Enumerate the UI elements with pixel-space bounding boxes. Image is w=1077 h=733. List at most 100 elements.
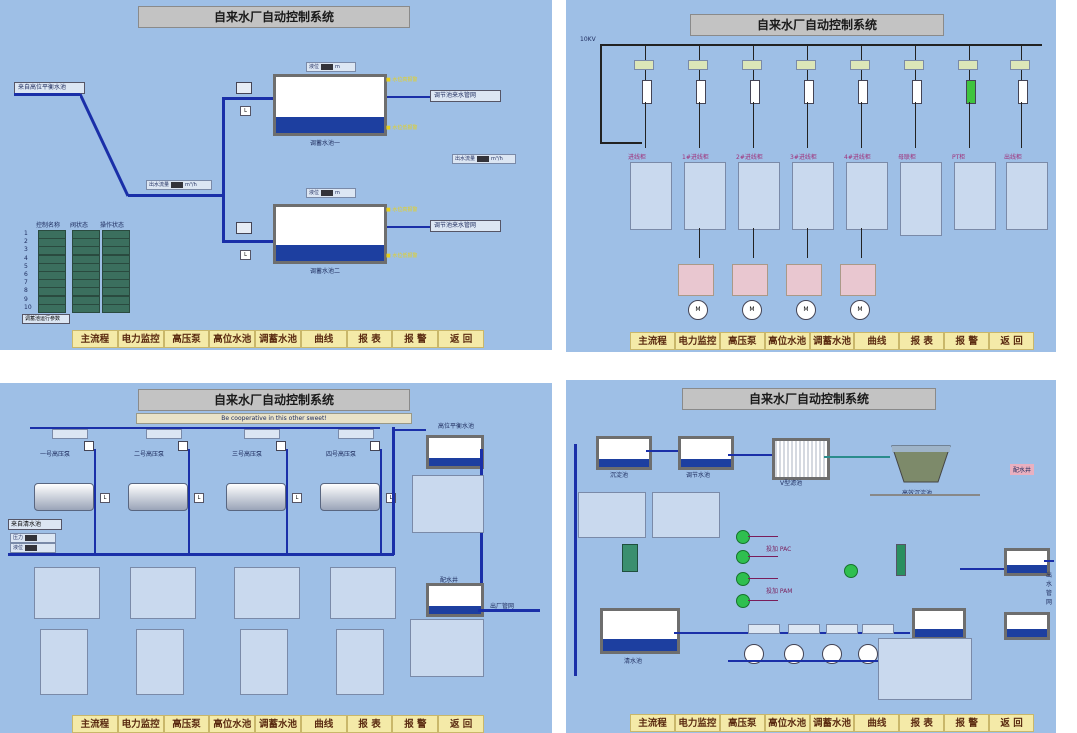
- tank2-label: 调蓄水池二: [310, 268, 341, 275]
- motor-icon[interactable]: M: [688, 300, 708, 320]
- nav-main[interactable]: 主流程: [630, 714, 675, 732]
- nav-hp-pump[interactable]: 高压泵: [719, 332, 765, 350]
- motor-icon[interactable]: M: [742, 300, 762, 320]
- grid-row-label: 2: [24, 238, 28, 246]
- nav-report[interactable]: 报 表: [899, 332, 945, 350]
- pipe: [824, 456, 890, 458]
- grid-row-label: 4: [24, 254, 28, 262]
- nav-curve[interactable]: 曲线: [854, 332, 900, 350]
- nav-hp-pump[interactable]: 高压泵: [719, 714, 765, 732]
- nav-main[interactable]: 主流程: [630, 332, 675, 350]
- pump-icon[interactable]: [822, 644, 842, 664]
- pump-icon[interactable]: [744, 644, 764, 664]
- breaker-icon[interactable]: [912, 80, 922, 104]
- breaker-icon[interactable]: [858, 80, 868, 104]
- nav-power[interactable]: 电力监控: [674, 332, 720, 350]
- nav-back[interactable]: 返 回: [989, 332, 1035, 350]
- valve-icon[interactable]: [236, 82, 252, 94]
- breaker-icon[interactable]: [804, 80, 814, 104]
- pump-icon[interactable]: [736, 550, 750, 564]
- nav-power[interactable]: 电力监控: [674, 714, 720, 732]
- pressure-readout: [146, 429, 182, 439]
- nav-hp-pump[interactable]: 高压泵: [163, 330, 210, 348]
- grid-row-label: 9: [24, 295, 28, 303]
- nav-power[interactable]: 电力监控: [117, 715, 164, 733]
- grid-header: 操作状态: [100, 222, 125, 229]
- valve-icon[interactable]: [178, 441, 188, 451]
- valve-l-icon[interactable]: L: [240, 250, 251, 260]
- pump-label: 一号高压泵: [40, 451, 71, 458]
- nav-high-pool[interactable]: 高位水池: [764, 714, 810, 732]
- pump-icon[interactable]: [736, 594, 750, 608]
- valve-l-icon[interactable]: L: [194, 493, 204, 503]
- motor-icon[interactable]: M: [850, 300, 870, 320]
- nav-high-pool[interactable]: 高位水池: [209, 330, 256, 348]
- valve-icon[interactable]: [236, 222, 252, 234]
- nav-reg-pool[interactable]: 调蓄水池: [255, 330, 301, 348]
- grid-row-label: 8: [24, 287, 28, 295]
- dosing-label: 投加 PAM: [766, 588, 793, 595]
- pump-icon[interactable]: [844, 564, 858, 578]
- nav-hp-pump[interactable]: 高压泵: [163, 715, 210, 733]
- pressure-readout: [52, 429, 88, 439]
- nav-reg-pool[interactable]: 调蓄水池: [255, 715, 301, 733]
- motor-icon[interactable]: [128, 483, 188, 511]
- nav-report[interactable]: 报 表: [346, 330, 393, 348]
- drop-line: [969, 102, 970, 148]
- nav-back[interactable]: 返 回: [989, 714, 1035, 732]
- pipe: [384, 96, 430, 98]
- dosing-label: 投加 PAC: [766, 546, 792, 553]
- valve-l-icon[interactable]: L: [100, 493, 110, 503]
- nav-report[interactable]: 报 表: [346, 715, 393, 733]
- valve-l-icon[interactable]: L: [240, 106, 251, 116]
- voltage-readout: [958, 60, 978, 70]
- nav-alarm[interactable]: 报 警: [944, 332, 990, 350]
- pipe-diagonal: [80, 93, 130, 197]
- motor-icon[interactable]: [320, 483, 380, 511]
- section-label: 出线柜: [1004, 154, 1023, 161]
- valve-l-icon[interactable]: L: [386, 493, 396, 503]
- pipe: [748, 578, 778, 579]
- readout-group: [136, 629, 184, 695]
- pump-icon[interactable]: [784, 644, 804, 664]
- pump-icon[interactable]: [736, 530, 750, 544]
- breaker-icon[interactable]: [642, 80, 652, 104]
- nav-back[interactable]: 返 回: [438, 715, 485, 733]
- nav-alarm[interactable]: 报 警: [944, 714, 990, 732]
- feeder-line: [699, 228, 700, 258]
- footer-box[interactable]: 调蓄池运行参数: [22, 314, 70, 324]
- motor-icon[interactable]: [34, 483, 94, 511]
- readout-group: [34, 567, 100, 619]
- nav-reg-pool[interactable]: 调蓄水池: [809, 714, 855, 732]
- nav-curve[interactable]: 曲线: [300, 715, 347, 733]
- nav-high-pool[interactable]: 高位水池: [209, 715, 256, 733]
- pump-icon[interactable]: [736, 572, 750, 586]
- valve-icon[interactable]: [370, 441, 380, 451]
- grid-row-label: 1: [24, 230, 28, 237]
- nav-main[interactable]: 主流程: [72, 715, 118, 733]
- pump-icon[interactable]: [858, 644, 878, 664]
- nav-report[interactable]: 报 表: [899, 714, 945, 732]
- breaker-icon[interactable]: [966, 80, 976, 104]
- pump-label: 三号高压泵: [232, 451, 263, 458]
- breaker-icon[interactable]: [1018, 80, 1028, 104]
- motor-icon[interactable]: [226, 483, 286, 511]
- nav-alarm[interactable]: 报 警: [392, 715, 439, 733]
- nav-main[interactable]: 主流程: [72, 330, 118, 348]
- motor-icon[interactable]: M: [796, 300, 816, 320]
- pipe: [728, 660, 910, 662]
- nav-high-pool[interactable]: 高位水池: [764, 332, 810, 350]
- nav-power[interactable]: 电力监控: [117, 330, 164, 348]
- nav-alarm[interactable]: 报 警: [392, 330, 439, 348]
- breaker-icon[interactable]: [750, 80, 760, 104]
- nav-curve[interactable]: 曲线: [854, 714, 900, 732]
- valve-l-icon[interactable]: L: [292, 493, 302, 503]
- valve-icon[interactable]: [276, 441, 286, 451]
- nav-back[interactable]: 返 回: [438, 330, 485, 348]
- breaker-icon[interactable]: [696, 80, 706, 104]
- nav-curve[interactable]: 曲线: [300, 330, 347, 348]
- nav-reg-pool[interactable]: 调蓄水池: [809, 332, 855, 350]
- valve-icon[interactable]: [84, 441, 94, 451]
